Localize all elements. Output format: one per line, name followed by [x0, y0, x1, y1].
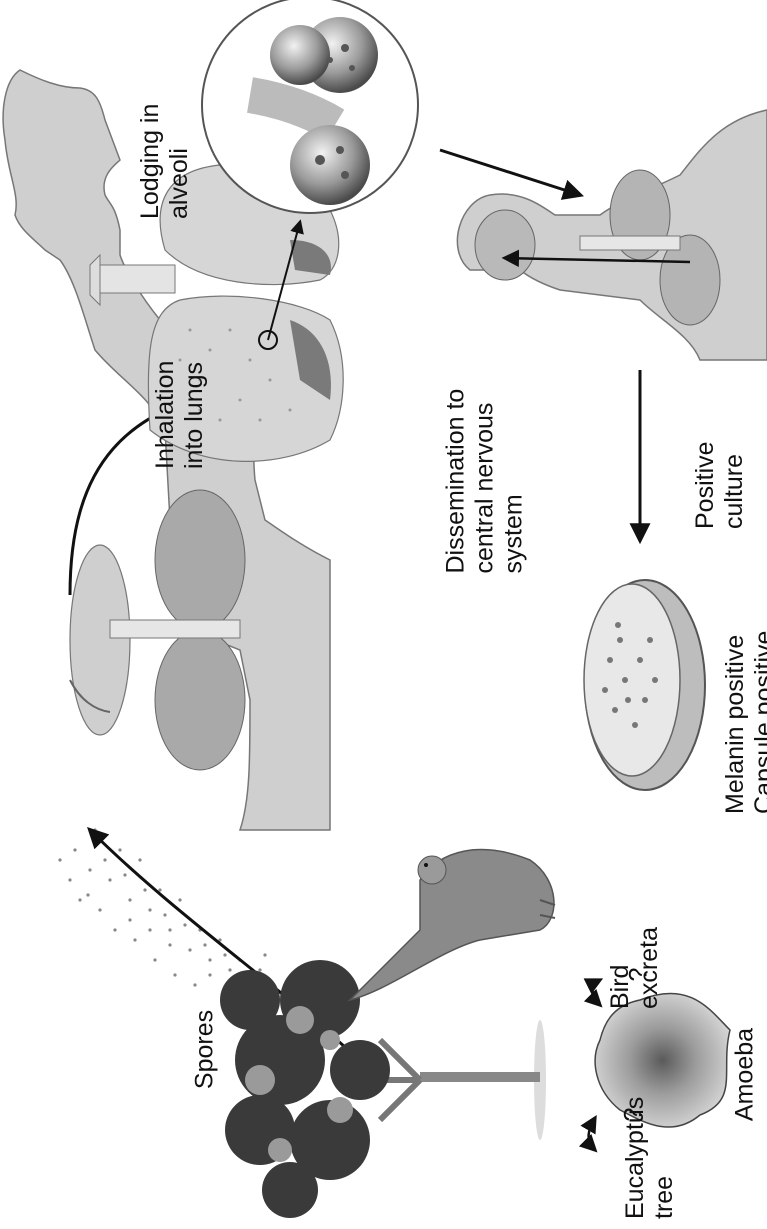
- bird-excreta-label: Bird excreta: [606, 909, 664, 1009]
- to-human2-arrow: [440, 150, 580, 195]
- amoeba-label: Amoeba: [731, 1020, 760, 1130]
- bird-amoeba-double-arrow: [589, 1118, 595, 1150]
- human-torso-brain-icon: [457, 110, 767, 360]
- bird-icon: [350, 850, 555, 1000]
- question-mark-1: ?: [620, 1103, 649, 1127]
- spores-label: Spores: [191, 1005, 220, 1095]
- eucalyptus-tree-icon: [220, 960, 546, 1218]
- petri-dish-icon: [584, 580, 705, 790]
- spores-cloud-icon: [58, 828, 266, 991]
- dissemination-label: Dissemination to central nervous system: [442, 354, 529, 574]
- lodging-label: Lodging in alveoli: [136, 79, 194, 219]
- alveoli-magnified-icon: [202, 0, 418, 340]
- positive-culture-label: Positive culture: [691, 409, 749, 529]
- question-mark-2: ?: [625, 963, 654, 987]
- eucalyptus-label: Eucalyptus tree: [621, 1079, 679, 1219]
- inhalation-label: Inhalation into lungs: [151, 329, 209, 469]
- tree-amoeba-double-arrow: [593, 980, 601, 1005]
- petri-result-label: Melanin positive Capsule positive: [721, 584, 767, 814]
